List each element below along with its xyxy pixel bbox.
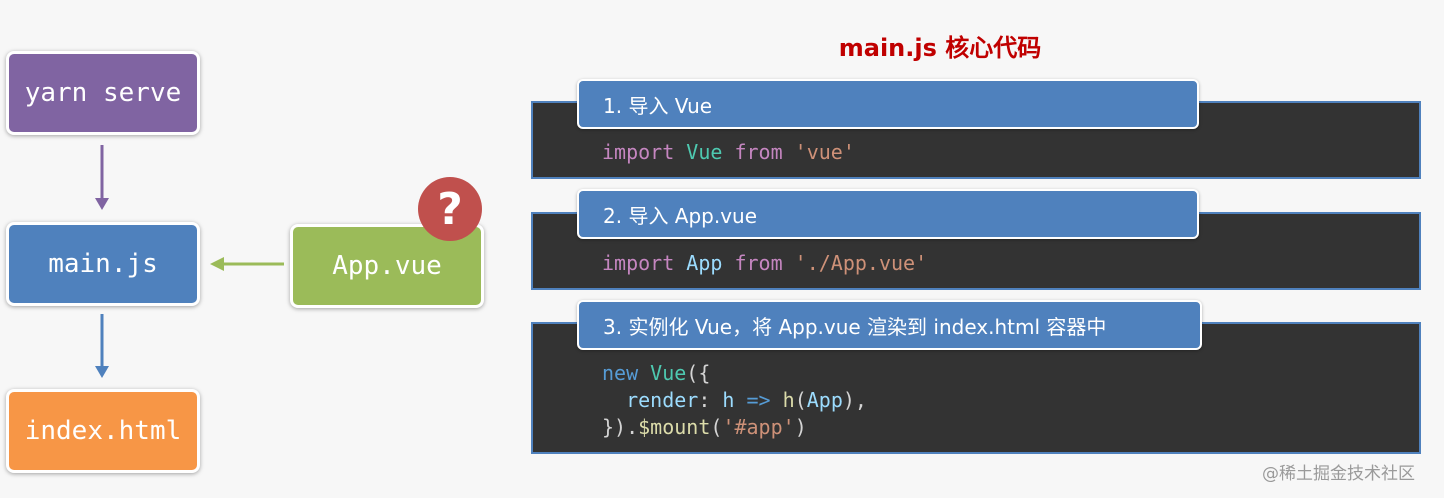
yarn-serve-label: yarn serve — [24, 78, 182, 108]
step-label-1: 1. 导入 Vue — [603, 93, 713, 118]
code-token: $mount — [638, 415, 711, 439]
code-token: h — [710, 388, 735, 412]
code-token: '#app' — [722, 415, 795, 439]
code-line: import Vue from 'vue' — [602, 139, 1419, 166]
yarn-serve-box: yarn serve — [6, 51, 200, 135]
code-token: new — [602, 361, 639, 385]
code-token: import — [602, 140, 675, 164]
code-line: render: h => h(App), — [602, 387, 1419, 414]
step-label-3: 3. 实例化 Vue，将 App.vue 渲染到 index.html 容器中 — [603, 314, 1107, 339]
code-token: }) — [602, 415, 627, 439]
arrow-head-yarn-to-main — [95, 198, 109, 210]
app-vue-label: App.vue — [332, 251, 442, 281]
code-token: ({ — [686, 361, 711, 385]
code-token: from — [722, 140, 783, 164]
main-js-box: main.js — [6, 222, 200, 306]
app-vue-box: App.vue — [290, 224, 484, 308]
question-badge-icon: ? — [418, 177, 482, 241]
code-line: }).$mount('#app') — [602, 414, 1419, 441]
watermark: @稀土掘金技术社区 — [1262, 464, 1415, 484]
index-html-box: index.html — [6, 389, 200, 473]
code-token: ), — [842, 388, 867, 412]
step-header-1: 1. 导入 Vue — [577, 79, 1199, 129]
code-token: App — [806, 388, 843, 412]
arrow-head-app-to-main — [210, 257, 224, 271]
main-js-label: main.js — [48, 249, 158, 279]
code-token: App — [674, 251, 723, 275]
question-mark: ? — [437, 183, 463, 235]
code-token: './App.vue' — [782, 251, 928, 275]
code-line: import App from './App.vue' — [602, 250, 1419, 277]
code-token: from — [722, 251, 783, 275]
code-token: import — [602, 251, 675, 275]
index-html-label: index.html — [24, 416, 182, 446]
code-token: 'vue' — [782, 140, 855, 164]
step-header-2: 2. 导入 App.vue — [577, 189, 1199, 239]
code-token: render — [602, 388, 699, 412]
code-token: ) — [794, 415, 807, 439]
step-label-2: 2. 导入 App.vue — [603, 203, 758, 228]
code-line: new Vue({ — [602, 360, 1419, 387]
arrow-head-main-to-index — [95, 366, 109, 378]
code-token: : — [698, 388, 711, 412]
code-token: . — [626, 415, 639, 439]
code-token: Vue — [638, 361, 687, 385]
code-token: ( — [794, 388, 807, 412]
code-token: => — [734, 388, 771, 412]
code-token: ( — [710, 415, 723, 439]
code-token: Vue — [674, 140, 723, 164]
step-header-3: 3. 实例化 Vue，将 App.vue 渲染到 index.html 容器中 — [577, 300, 1202, 350]
code-token: h — [770, 388, 795, 412]
diagram-title: main.js 核心代码 — [838, 34, 1042, 62]
